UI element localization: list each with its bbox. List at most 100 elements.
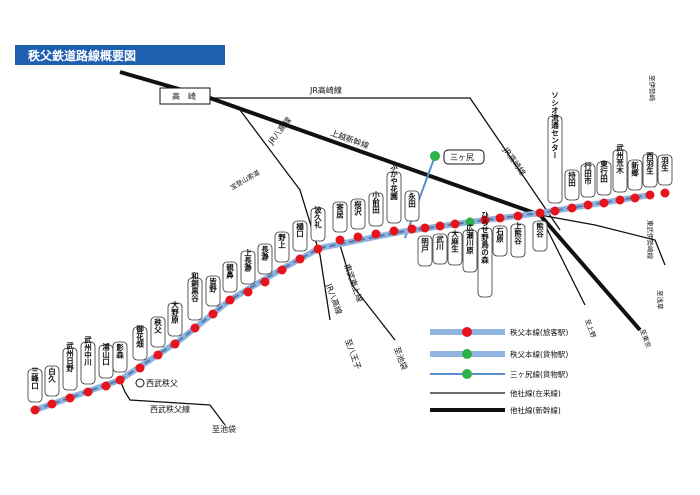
legend-item-1: 秩父本線(貨物駅) bbox=[510, 349, 568, 359]
station-name: 羽生 bbox=[660, 156, 669, 173]
station-label-box bbox=[44, 365, 60, 397]
legend-item-4: 他社線(新幹線) bbox=[510, 405, 561, 415]
station-dot bbox=[480, 215, 490, 225]
station-label-box bbox=[205, 275, 221, 307]
station-dot bbox=[243, 287, 253, 297]
station-name: 広瀬川原 bbox=[465, 223, 474, 256]
station-dot bbox=[353, 232, 363, 242]
to-tokyo-label: 至東京 bbox=[638, 328, 653, 350]
station-labels: 三峰口白久武州日野武州中川浦山口影森御花畑秩父大野原和銅黒谷皆野親鼻上長瀞長瀞野… bbox=[27, 91, 673, 403]
station-label-box bbox=[532, 220, 548, 252]
station-label-box bbox=[612, 149, 628, 193]
legend-item-2: 三ヶ尻線(貨物駅) bbox=[510, 369, 568, 379]
jr-to-omiya bbox=[539, 214, 586, 306]
station-name: 皆野 bbox=[208, 276, 217, 294]
station-name: 寄居 bbox=[335, 202, 344, 220]
mikajiri-label: 三ヶ尻 bbox=[450, 153, 474, 162]
station-name: 大野原 bbox=[170, 299, 179, 324]
station-dot bbox=[190, 323, 200, 333]
tobu-isesaki-label: 東武伊勢崎線 bbox=[646, 220, 655, 260]
station-label-box bbox=[132, 326, 148, 361]
seibu-line-label: 西武秩父線 bbox=[150, 404, 190, 414]
station-name: 長瀞 bbox=[260, 245, 269, 261]
station-name: 新郷 bbox=[630, 160, 639, 178]
legend-mikajiri-dot bbox=[462, 369, 472, 379]
station-name: 御花畑 bbox=[135, 323, 144, 348]
station-dot bbox=[295, 254, 305, 264]
legend-freight-dot bbox=[462, 349, 472, 359]
station-dot bbox=[495, 213, 505, 223]
station-name: 小前田 bbox=[371, 189, 380, 214]
station-label-box bbox=[222, 261, 238, 293]
station-label-box bbox=[274, 231, 290, 263]
station-dot bbox=[225, 295, 235, 305]
station-dot bbox=[513, 211, 523, 221]
station-name: 明戸 bbox=[420, 237, 429, 254]
station-label-box bbox=[112, 341, 128, 373]
jr-takasaki-label: JR高崎線 bbox=[309, 85, 342, 95]
station-name: 和銅黒谷 bbox=[190, 271, 199, 304]
station-name: 親鼻 bbox=[225, 262, 234, 280]
station-dot bbox=[335, 235, 345, 245]
station-name: 武州日野 bbox=[65, 341, 74, 374]
station-label-box bbox=[257, 243, 273, 275]
station-dot bbox=[115, 375, 125, 385]
station-dot bbox=[550, 206, 560, 216]
station-name: ふかや花園 bbox=[389, 162, 398, 201]
station-label-box bbox=[492, 225, 508, 257]
station-name: 行田市 bbox=[583, 160, 592, 185]
station-name: 上熊谷 bbox=[513, 220, 522, 245]
station-dot bbox=[389, 226, 399, 236]
station-dot bbox=[615, 195, 625, 205]
jr-takasaki-branch-label: JR高崎線 bbox=[501, 145, 528, 178]
station-name: ひろせ野鳥の森 bbox=[480, 210, 489, 264]
station-name: 桜沢 bbox=[353, 199, 362, 217]
station-dot bbox=[645, 190, 655, 200]
takasaki-label: 高 崎 bbox=[172, 91, 196, 101]
station-label-box bbox=[386, 171, 402, 224]
station-label-box bbox=[547, 115, 563, 204]
station-name: 武川 bbox=[435, 234, 444, 251]
station-dot bbox=[583, 200, 593, 210]
to-ueno-label: 至上野 bbox=[583, 318, 598, 340]
title-box bbox=[15, 45, 225, 65]
station-label-box bbox=[432, 233, 448, 265]
station-name: 影森 bbox=[115, 342, 124, 360]
to-ikebukuro-seibu-label: 至池袋 bbox=[212, 424, 236, 434]
map-title: 秩父鉄道路線概要図 bbox=[28, 48, 136, 63]
station-name: 武州荒木 bbox=[615, 143, 624, 176]
jr-takasaki-line bbox=[210, 97, 561, 231]
station-dot bbox=[567, 203, 577, 213]
station-dot bbox=[208, 309, 218, 319]
station-dots bbox=[30, 188, 670, 415]
legend-passenger-dot bbox=[462, 327, 472, 337]
station-dot bbox=[135, 363, 145, 373]
station-label-box bbox=[350, 198, 366, 230]
station-dot bbox=[101, 381, 111, 391]
hoshiyama-label: 宝登山索道 bbox=[229, 167, 262, 191]
station-label-box bbox=[62, 347, 78, 391]
station-dot bbox=[371, 229, 381, 239]
tobu-tojo-label: 東武東上線 bbox=[342, 262, 365, 303]
takasaki-box bbox=[159, 87, 211, 105]
station-label-box bbox=[462, 229, 478, 273]
station-label-box bbox=[642, 153, 658, 188]
to-hachioji-label: 至八王子 bbox=[343, 338, 362, 371]
station-label-box bbox=[627, 159, 643, 191]
legend: 秩父本線(旅客駅) 秩父本線(貨物駅) 三ヶ尻線(貨物駅) 他社線(在来線) 他… bbox=[430, 327, 568, 415]
station-dot bbox=[630, 193, 640, 203]
station-label-box bbox=[167, 302, 183, 337]
station-name: 石原 bbox=[495, 227, 504, 244]
station-name: 武州中川 bbox=[83, 335, 92, 367]
station-dot bbox=[83, 387, 93, 397]
other-lines bbox=[119, 97, 666, 426]
station-label-box bbox=[564, 169, 580, 201]
mikajiri-box bbox=[443, 149, 485, 165]
station-label-box bbox=[80, 341, 96, 385]
station-label-box bbox=[292, 220, 308, 252]
station-dot bbox=[535, 208, 545, 218]
station-label-box bbox=[150, 316, 166, 348]
station-dot bbox=[407, 224, 417, 234]
station-name: 浦山口 bbox=[101, 341, 110, 366]
